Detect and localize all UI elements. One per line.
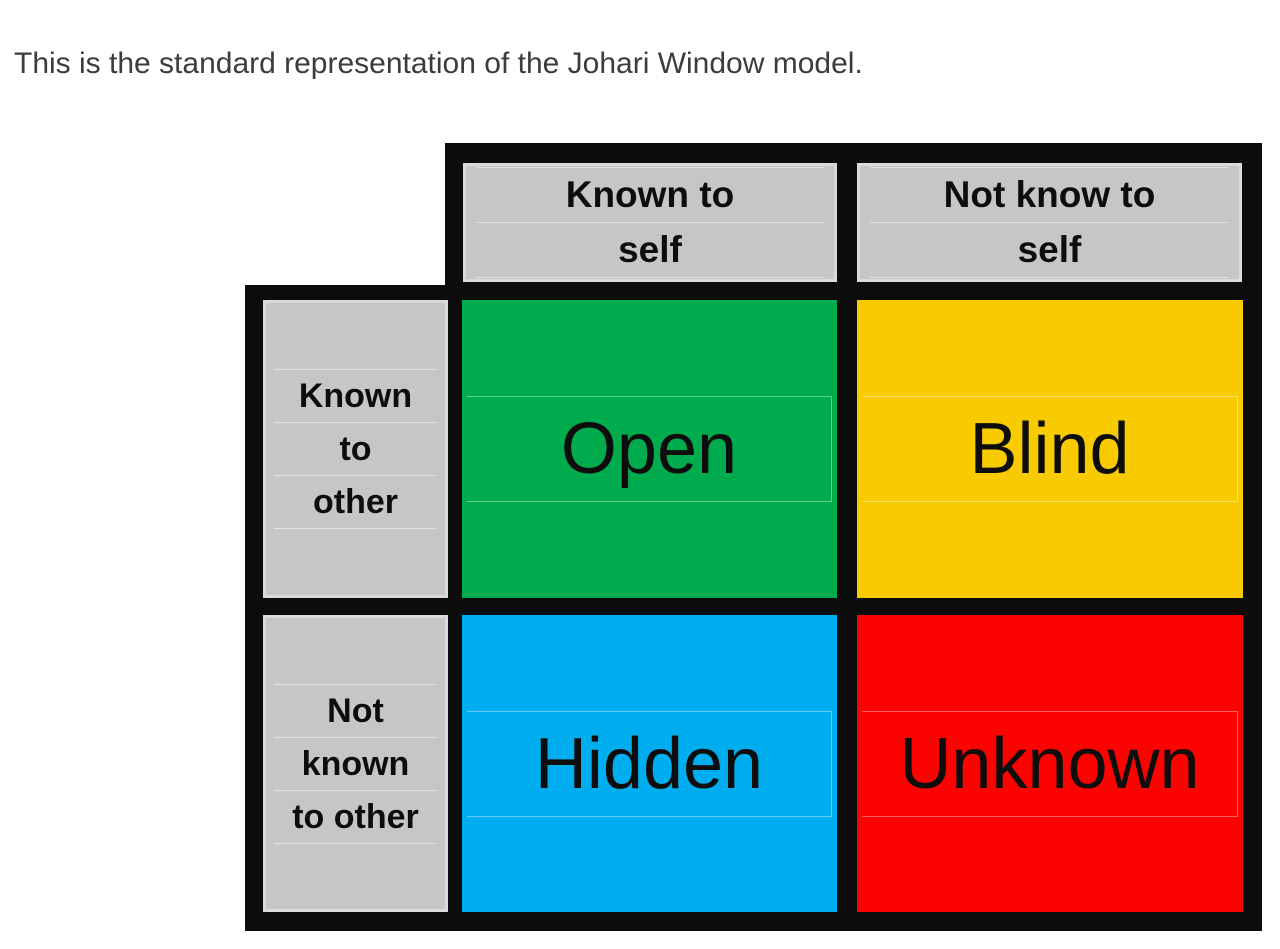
- label-band: Unknown: [862, 710, 1238, 817]
- col-header-known-to-self: Known to self: [463, 163, 837, 282]
- col-header-line: self: [870, 222, 1229, 278]
- quadrant-hidden-label: Hidden: [534, 723, 764, 804]
- quadrant-hidden: Hidden: [462, 615, 837, 912]
- row-header-line: Not: [274, 683, 437, 737]
- quadrant-unknown-label: Unknown: [899, 723, 1200, 804]
- row-header-line: Known: [274, 369, 437, 422]
- quadrant-open-label: Open: [560, 409, 738, 489]
- row-header-known-to-other: Known to other: [263, 300, 448, 598]
- row-header-line: to: [274, 422, 437, 475]
- col-header-not-know-to-self: Not know to self: [857, 163, 1242, 282]
- label-band: Open: [467, 396, 832, 502]
- col-header-line: self: [476, 222, 824, 278]
- quadrant-open: Open: [462, 300, 837, 598]
- quadrant-unknown: Unknown: [857, 615, 1243, 912]
- col-header-line: Not know to: [870, 167, 1229, 222]
- row-header-not-known-to-other: Not known to other: [263, 615, 448, 912]
- col-header-line: Known to: [476, 167, 824, 222]
- label-band: Blind: [862, 396, 1238, 502]
- column-header-row: Known to self Not know to self: [445, 143, 1262, 300]
- label-band: Hidden: [467, 710, 832, 817]
- row-header-line: to other: [274, 789, 437, 844]
- quadrant-blind: Blind: [857, 300, 1243, 598]
- caption: This is the standard representation of t…: [14, 47, 863, 80]
- quadrant-blind-label: Blind: [969, 409, 1130, 489]
- johari-grid: Known to other Not known to other Open B…: [245, 285, 1262, 931]
- row-header-line: other: [274, 475, 437, 529]
- row-header-line: known: [274, 736, 437, 790]
